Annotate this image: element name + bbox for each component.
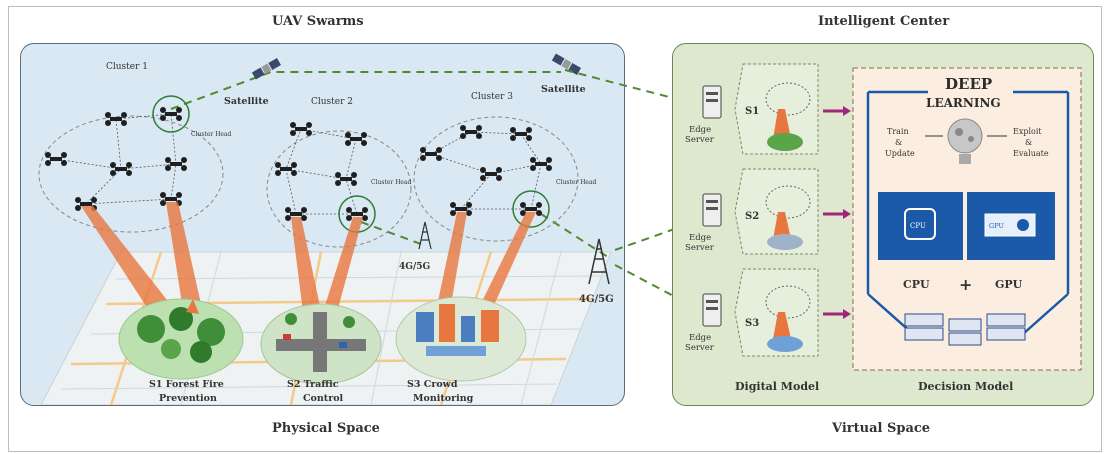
drone-icon: [450, 202, 472, 216]
virtual-space-panel: Edge Server Edge Server Edge Server S1 S…: [672, 43, 1094, 406]
edge-server-label: Server: [685, 343, 715, 353]
digital-model-label: Digital Model: [735, 380, 819, 393]
physical-space-diagram: Satellite Satellite Cluster 1 Cluster 2 …: [38, 53, 614, 405]
figure-border: [8, 6, 1102, 452]
cluster-1-label: Cluster 1: [106, 62, 148, 72]
svg-text:S3: S3: [745, 318, 759, 329]
drone-icon: [480, 167, 502, 181]
evaluate-label: Evaluate: [1013, 149, 1049, 158]
svg-text:GPU: GPU: [989, 222, 1004, 230]
drone-icon: [530, 157, 552, 171]
drone-icon: [290, 122, 312, 136]
exploit-label: Exploit: [1013, 127, 1042, 136]
edge-server-label: Edge: [689, 233, 711, 243]
flow-arrows: [823, 106, 851, 319]
satellite-icon: [251, 58, 281, 80]
cluster-head-label-2: Cluster Head: [371, 179, 412, 186]
drone-icon: [420, 147, 442, 161]
drone-icon: [110, 162, 132, 176]
scenario-s3-line1: S3 Crowd: [407, 379, 458, 390]
tower-icon: [418, 221, 432, 250]
cluster-3-label: Cluster 3: [471, 92, 513, 102]
virtual-space-diagram: Edge Server Edge Server Edge Server S1 S…: [685, 63, 1082, 393]
cluster-head-label-1: Cluster Head: [191, 131, 232, 138]
cluster-head-ring-3: [512, 190, 550, 228]
svg-text:CPU: CPU: [910, 222, 926, 230]
tower-icon: [588, 238, 610, 285]
edge-server-label: Server: [685, 135, 715, 145]
train-label: Train: [887, 127, 909, 136]
drone-icon: [160, 192, 182, 206]
scenario-s2-scene: [260, 303, 382, 385]
svg-text:S1: S1: [745, 106, 759, 117]
edge-server-3: Edge Server: [685, 293, 722, 353]
virtual-space-title: Virtual Space: [832, 421, 931, 436]
drone-icon: [275, 162, 297, 176]
drone-icon: [335, 172, 357, 186]
train-ampersand: &: [895, 138, 902, 147]
drone-icon: [45, 152, 67, 166]
cpu-chip-icon: CPU: [904, 208, 936, 240]
satellite-icon: [551, 53, 581, 75]
cluster-head-ring-1: [152, 95, 190, 133]
gpu-card-icon: GPU: [984, 213, 1036, 237]
drone-icon: [285, 207, 307, 221]
cluster-1-boundary: [38, 115, 224, 233]
learning-subtitle: LEARNING: [926, 96, 1001, 110]
physical-space-title: Physical Space: [272, 421, 380, 436]
drone-icon: [510, 127, 532, 141]
physical-space-panel: Satellite Satellite Cluster 1 Cluster 2 …: [20, 43, 625, 406]
scenario-s1-scene: [118, 298, 244, 380]
scenario-s3-scene: [395, 296, 527, 382]
edge-server-label: Server: [685, 243, 715, 253]
exploit-ampersand: &: [1025, 138, 1032, 147]
gpu-label: GPU: [995, 278, 1023, 291]
cluster-2-boundary: [266, 130, 412, 248]
scenario-s2-line2: Control: [303, 393, 344, 404]
cpu-label: CPU: [903, 278, 930, 291]
plus-sign: +: [959, 275, 972, 294]
drone-icon: [165, 157, 187, 171]
cpu-panel: [878, 192, 963, 260]
decision-model-label: Decision Model: [918, 380, 1013, 393]
tower-label-1: 4G/5G: [399, 262, 430, 272]
cluster-head-label-3: Cluster Head: [556, 179, 597, 186]
brain-bulb-icon: [947, 118, 983, 164]
database-icons: [904, 313, 1026, 346]
drone-icon: [520, 202, 542, 216]
drone-group: [45, 107, 552, 221]
edge-server-2: Edge Server: [685, 193, 722, 253]
drone-icon: [160, 107, 182, 121]
svg-text:S2: S2: [745, 211, 759, 222]
satellite-label-1: Satellite: [224, 96, 269, 107]
edge-server-label: Edge: [689, 333, 711, 343]
drone-icon: [460, 125, 482, 139]
scenario-s3-line2: Monitoring: [413, 393, 474, 404]
cluster-3-boundary: [413, 116, 579, 242]
edge-server-1: Edge Server: [685, 85, 722, 145]
deep-title: DEEP: [945, 75, 992, 93]
uav-swarms-title: UAV Swarms: [272, 14, 364, 29]
drone-icon: [345, 132, 367, 146]
digital-model-scene-1: S1: [734, 63, 819, 155]
digital-model-scene-3: S3: [734, 268, 819, 357]
drone-icon: [346, 207, 368, 221]
drone-icon: [105, 112, 127, 126]
scenario-s1-line1: S1 Forest Fire: [149, 379, 224, 390]
satellite-label-2: Satellite: [541, 84, 586, 95]
cluster-2-label: Cluster 2: [311, 97, 353, 107]
deep-learning-frame: [866, 90, 1070, 335]
edge-server-label: Edge: [689, 125, 711, 135]
scenario-s2-line1: S2 Traffic: [287, 379, 339, 390]
update-label: Update: [885, 149, 915, 158]
scenario-s1-line2: Prevention: [159, 393, 217, 404]
tower-label-2: 4G/5G: [579, 294, 614, 305]
digital-model-scene-2: S2: [734, 168, 819, 255]
intelligent-center-title: Intelligent Center: [818, 14, 950, 29]
